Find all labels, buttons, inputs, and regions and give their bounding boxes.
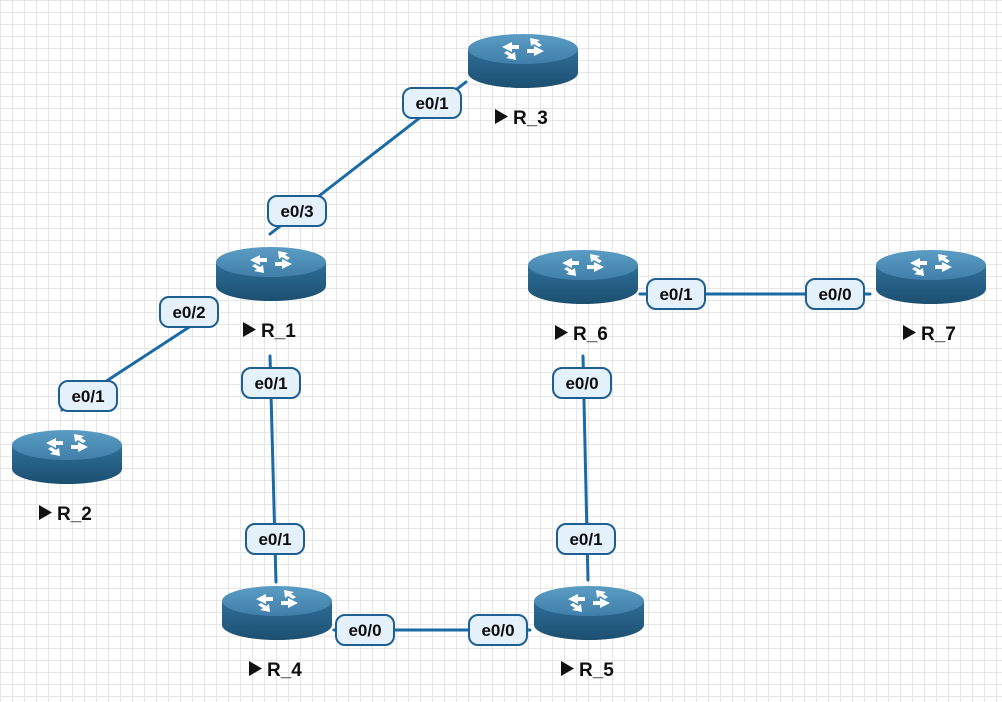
node-label: R_2	[57, 504, 92, 525]
router-icon[interactable]	[216, 247, 326, 301]
interface-label-box	[805, 278, 865, 310]
node-r-3[interactable]: R_3	[468, 34, 578, 129]
interface-label-r3-e0-1[interactable]: e0/1	[402, 87, 462, 119]
play-icon[interactable]	[555, 325, 568, 340]
node-r-2[interactable]: R_2	[12, 430, 122, 525]
node-label: R_5	[579, 660, 614, 681]
interface-label-r4-e0-0[interactable]: e0/0	[335, 614, 395, 646]
interface-label-text: e0/0	[481, 621, 514, 640]
router-icon[interactable]	[528, 250, 638, 304]
node-label: R_4	[267, 660, 302, 681]
node-label: R_6	[573, 324, 608, 345]
interface-label-r1-e0-1[interactable]: e0/1	[241, 367, 301, 399]
router-icon[interactable]	[468, 34, 578, 88]
play-icon[interactable]	[495, 109, 508, 124]
interface-label-box	[646, 278, 706, 310]
interface-label-r6-e0-0[interactable]: e0/0	[552, 367, 612, 399]
play-icon[interactable]	[249, 661, 262, 676]
router-icon[interactable]	[534, 586, 644, 640]
interface-label-text: e0/1	[254, 374, 287, 393]
interface-labels-layer: e0/3 e0/1 e0/2 e0/1 e0/1 e0/1 e0/0 e0/0 e0/0 e0/1…	[58, 87, 865, 646]
node-r-4[interactable]: R_4	[222, 586, 332, 681]
nodes-layer: R_3R_1R_2 R_6 R_7R_4 R_5	[12, 34, 986, 681]
interface-label-r1-e0-2[interactable]: e0/2	[159, 296, 219, 328]
interface-label-text: e0/1	[258, 530, 291, 549]
interface-label-text: e0/0	[818, 285, 851, 304]
router-icon[interactable]	[222, 586, 332, 640]
node-r-6[interactable]: R_6	[528, 250, 638, 345]
interface-label-box	[58, 380, 118, 412]
interface-label-box	[552, 367, 612, 399]
interface-label-box	[241, 367, 301, 399]
node-label: R_1	[261, 321, 296, 342]
node-label: R_3	[513, 108, 548, 129]
interface-label-box	[335, 614, 395, 646]
interface-label-box	[267, 195, 327, 227]
interface-label-box	[556, 523, 616, 555]
interface-label-box	[245, 523, 305, 555]
interface-label-text: e0/1	[659, 285, 692, 304]
interface-label-r2-e0-1[interactable]: e0/1	[58, 380, 118, 412]
router-icon[interactable]	[12, 430, 122, 484]
play-icon[interactable]	[243, 322, 256, 337]
links-layer	[60, 80, 872, 632]
interface-label-r5-e0-1[interactable]: e0/1	[556, 523, 616, 555]
interface-label-text: e0/1	[415, 94, 448, 113]
play-icon[interactable]	[561, 661, 574, 676]
node-label: R_7	[921, 324, 956, 345]
interface-label-text: e0/2	[172, 303, 205, 322]
interface-label-r7-e0-0[interactable]: e0/0	[805, 278, 865, 310]
interface-label-r5-e0-0[interactable]: e0/0	[468, 614, 528, 646]
interface-label-text: e0/3	[280, 202, 313, 221]
node-r-7[interactable]: R_7	[876, 250, 986, 345]
interface-label-r6-e0-1[interactable]: e0/1	[646, 278, 706, 310]
interface-label-text: e0/1	[569, 530, 602, 549]
interface-label-box	[468, 614, 528, 646]
play-icon[interactable]	[903, 325, 916, 340]
play-icon[interactable]	[39, 505, 52, 520]
node-r-5[interactable]: R_5	[534, 586, 644, 681]
router-icon[interactable]	[876, 250, 986, 304]
interface-label-r1-e0-3[interactable]: e0/3	[267, 195, 327, 227]
interface-label-text: e0/0	[565, 374, 598, 393]
interface-label-box	[159, 296, 219, 328]
interface-label-text: e0/0	[348, 621, 381, 640]
interface-label-box	[402, 87, 462, 119]
interface-label-text: e0/1	[71, 387, 104, 406]
interface-label-r4-e0-1[interactable]: e0/1	[245, 523, 305, 555]
node-r-1[interactable]: R_1	[216, 247, 326, 342]
